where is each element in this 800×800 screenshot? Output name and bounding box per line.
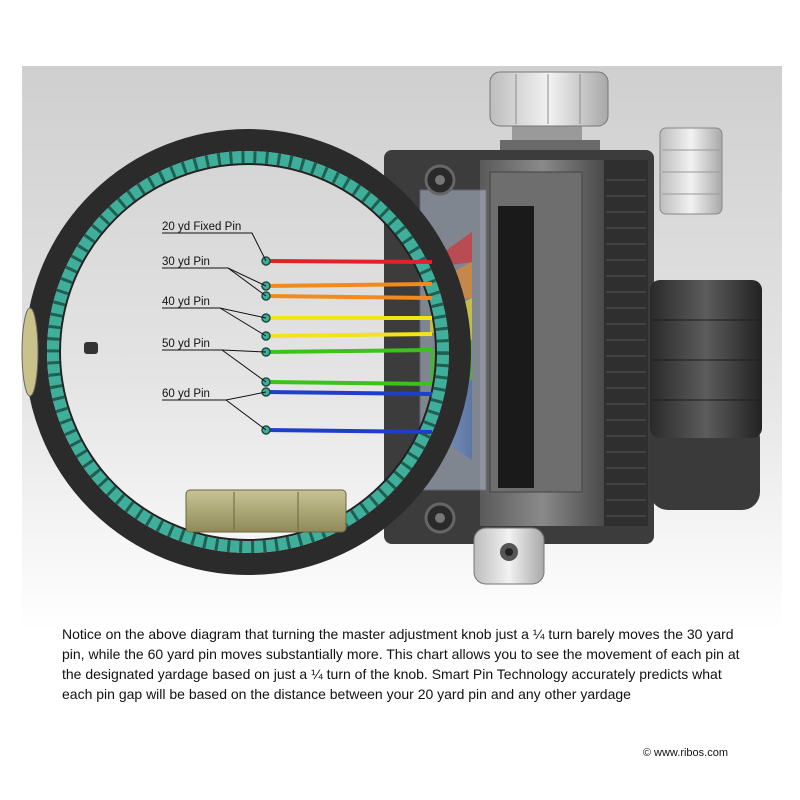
master-adjustment-knob: [489, 71, 609, 154]
copyright-notice: © www.ribos.com: [642, 747, 728, 759]
sight-ring: [21, 129, 471, 575]
pin-label-30: 30 yd Pin: [162, 256, 210, 268]
pin-40b-fiber: [265, 332, 433, 338]
diagram-caption: Notice on the above diagram that turning…: [62, 626, 740, 702]
pin-60a-fiber: [265, 390, 433, 396]
pin-fibers: [265, 259, 433, 434]
pin-50b-fiber: [265, 380, 433, 386]
pin-label-50: 50 yd Pin: [162, 338, 210, 350]
pin-leader-lines: [162, 232, 267, 431]
pin-30a-fiber: [265, 282, 433, 288]
pin-label-60: 60 yd Pin: [162, 388, 210, 400]
pin-20-fiber: [265, 259, 433, 264]
pin-50a-fiber: [265, 348, 433, 354]
leader-20: [162, 232, 267, 262]
side-adjustment-knob: [659, 127, 723, 215]
leader-40: [219, 307, 267, 337]
pin-label-40: 40 yd Pin: [162, 296, 210, 308]
pin-label-20: 20 yd Fixed Pin: [162, 221, 241, 233]
lock-knob: [473, 527, 545, 585]
pin-60b-fiber: [265, 428, 433, 434]
leader-60: [225, 399, 267, 431]
leader-50: [221, 349, 267, 383]
pin-labels: 20 yd Fixed Pin 30 yd Pin 40 yd Pin 50 y…: [162, 221, 241, 400]
mounting-bracket: [650, 280, 762, 510]
bubble-level: [185, 489, 347, 533]
pin-30b-fiber: [265, 294, 433, 300]
leader-30: [227, 267, 267, 297]
